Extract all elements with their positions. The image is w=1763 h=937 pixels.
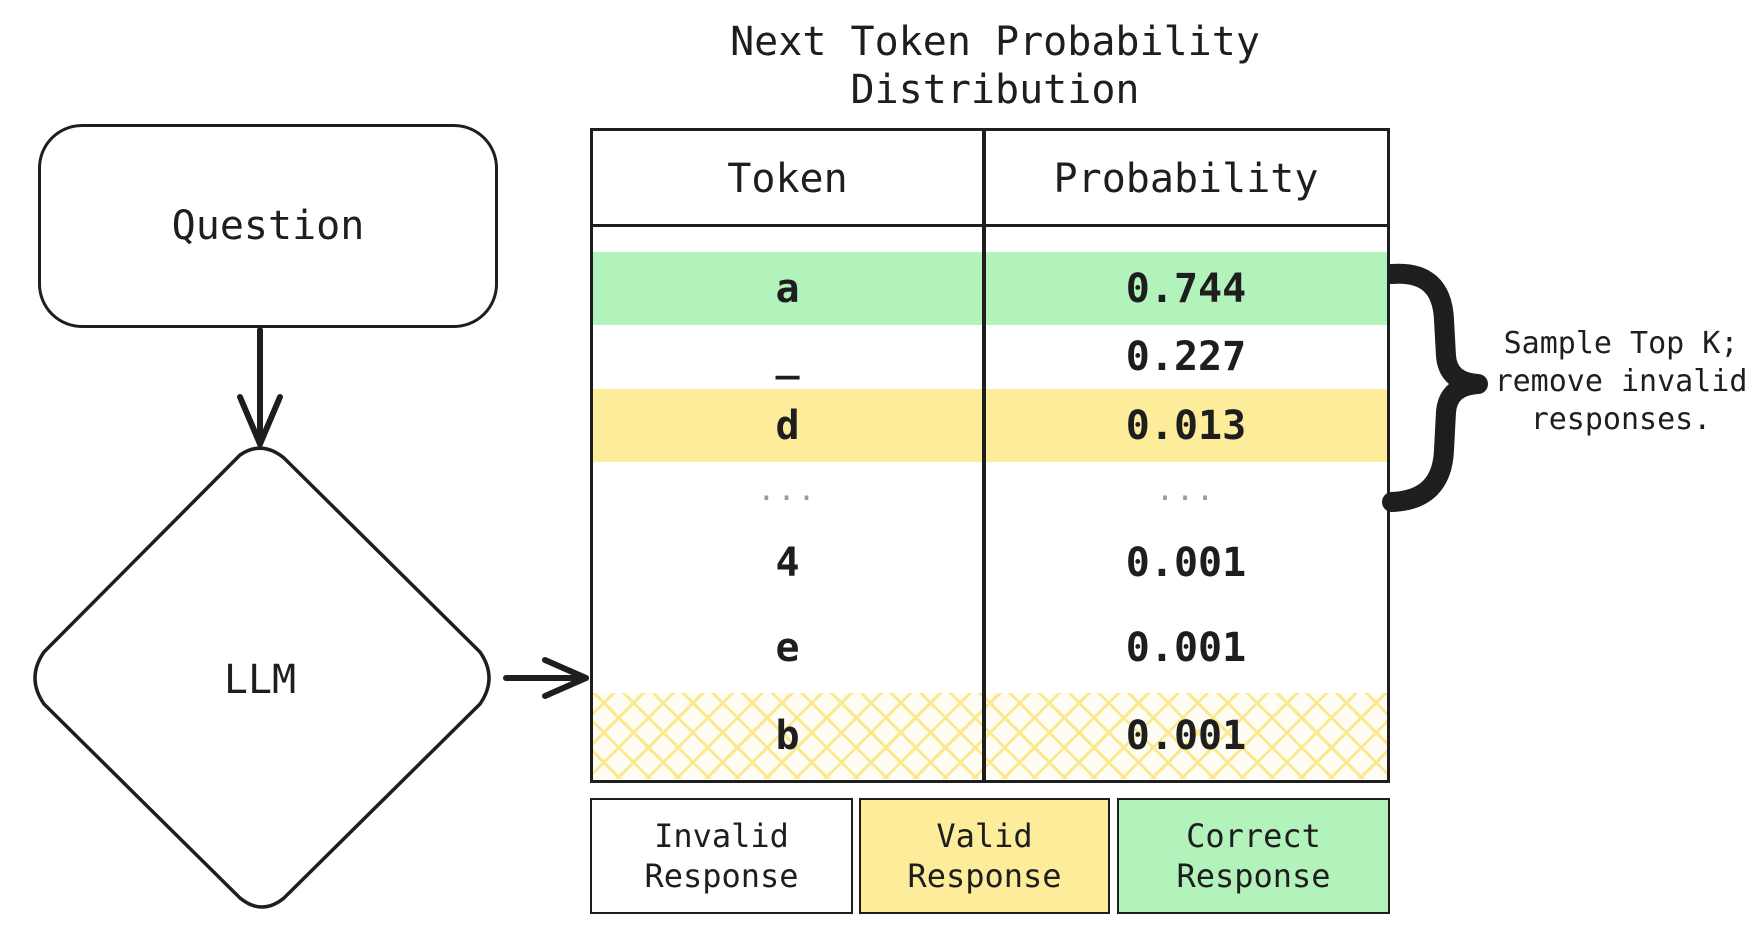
token-cell: b [775,713,800,759]
table-row: b 0.001 [593,693,1387,779]
token-cell: e [775,625,800,671]
token-cell: ... [757,472,818,508]
curly-brace-icon [1382,263,1488,512]
table-row: ... ... [593,462,1387,518]
probability-cell: 0.744 [1125,265,1247,312]
table-header-row: Token Probability [593,131,1387,227]
legend-label: Invalid Response [644,817,799,895]
llm-diamond [33,446,491,909]
token-cell: 4 [775,540,800,586]
arrow-question-to-llm [237,327,283,447]
legend-valid: Valid Response [859,798,1110,914]
column-divider [982,131,986,780]
table-row: e 0.001 [593,608,1387,688]
probability-cell: 0.001 [1125,540,1247,586]
header-probability: Probability [1053,156,1319,202]
diagram-title: Next Token Probability Distribution [730,19,1260,113]
question-label: Question [171,203,365,249]
brace-annotation: Sample Top K; remove invalid responses. [1494,326,1748,437]
table-row: a 0.744 [593,252,1387,325]
probability-cell: 0.001 [1125,625,1247,671]
table-row: 4 0.001 [593,518,1387,608]
probability-cell: 0.227 [1125,334,1247,380]
question-node: Question [38,124,498,328]
llm-label: LLM [223,657,297,703]
header-token: Token [727,156,848,202]
legend-invalid: Invalid Response [590,798,853,914]
token-cell: d [775,402,800,449]
legend-label: Correct Response [1176,817,1331,895]
table-row: _ 0.227 [593,325,1387,389]
probability-cell: 0.013 [1125,402,1247,449]
token-cell: a [775,265,800,312]
arrow-llm-to-table [503,657,589,699]
probability-table: Token Probability a 0.744 _ 0.227 d 0.01… [590,128,1390,783]
table-row: d 0.013 [593,389,1387,462]
probability-cell: 0.001 [1125,713,1247,759]
legend-correct: Correct Response [1117,798,1390,914]
probability-cell: ... [1155,472,1217,508]
token-cell: _ [775,334,800,380]
legend-label: Valid Response [907,817,1062,895]
